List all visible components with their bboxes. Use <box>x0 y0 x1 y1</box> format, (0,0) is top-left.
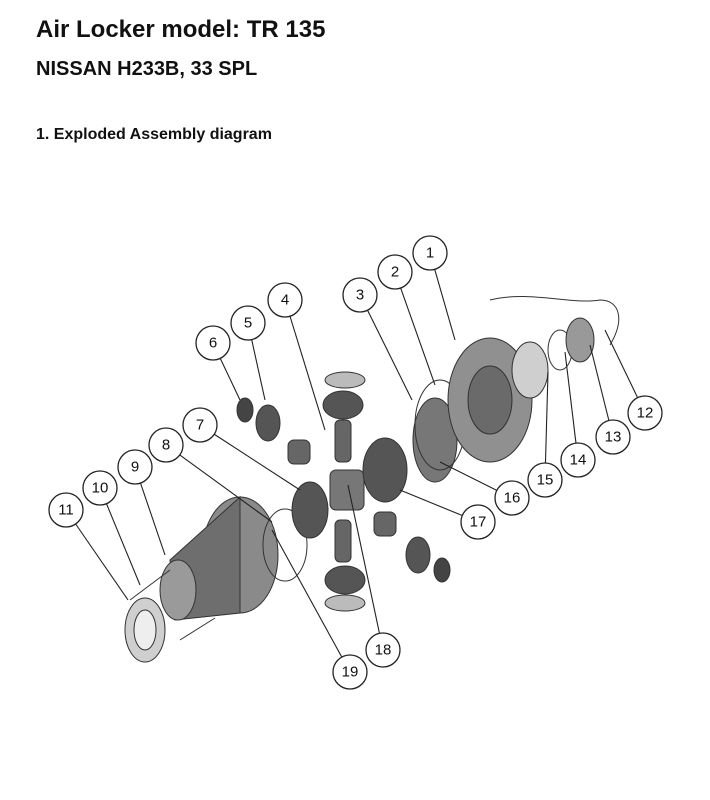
callout-circle <box>117 449 153 485</box>
callout-6: 6 <box>195 325 231 361</box>
callout-circle <box>82 470 118 506</box>
callout-18: 18 <box>365 632 401 668</box>
callout-circle <box>332 654 368 690</box>
callout-label: 5 <box>244 315 252 332</box>
leader-line <box>434 269 456 341</box>
callout-circle <box>267 282 303 318</box>
callout-label: 19 <box>342 664 359 681</box>
leader-line <box>589 344 610 421</box>
callout-label: 17 <box>470 514 487 531</box>
bearing-right <box>511 341 549 399</box>
callout-label: 2 <box>391 264 399 281</box>
callout-circle <box>460 504 496 540</box>
leader-line <box>544 371 549 464</box>
callout-label: 4 <box>281 292 289 309</box>
cross-block <box>329 469 365 511</box>
callout-label: 16 <box>504 490 521 507</box>
callout-circle <box>494 480 530 516</box>
pinion-gear <box>322 390 364 420</box>
callout-circle <box>48 492 84 528</box>
cross-shaft <box>334 419 352 463</box>
leader-line <box>219 358 241 401</box>
callout-16: 16 <box>494 480 530 516</box>
pinion-washer <box>324 371 366 389</box>
leader-line <box>271 529 343 658</box>
bolt <box>129 569 171 601</box>
side-gear-right <box>362 437 408 503</box>
leader-line <box>400 287 436 386</box>
callout-label: 9 <box>131 459 139 476</box>
air-tube <box>489 295 620 346</box>
callout-label: 18 <box>375 642 392 659</box>
callout-12: 12 <box>627 395 663 431</box>
leader-line <box>289 316 326 431</box>
clutch-gear <box>412 397 458 483</box>
leader-line <box>399 489 463 517</box>
callout-13: 13 <box>595 419 631 455</box>
leader-line <box>179 454 273 523</box>
callout-circle <box>342 277 378 313</box>
callout-9: 9 <box>117 449 153 485</box>
callout-circle <box>627 395 663 431</box>
leader-line <box>604 329 639 398</box>
callout-circle <box>377 254 413 290</box>
callout-circle <box>182 407 218 443</box>
leader-line <box>564 351 577 444</box>
callout-11: 11 <box>48 492 84 528</box>
leader-line <box>367 309 413 401</box>
leader-line <box>75 523 129 601</box>
callout-8: 8 <box>148 427 184 463</box>
callout-circle <box>148 427 184 463</box>
callout-10: 10 <box>82 470 118 506</box>
callout-label: 14 <box>570 452 587 469</box>
callout-label: 7 <box>196 417 204 434</box>
thrust-washer <box>262 508 308 582</box>
callout-label: 3 <box>356 287 364 304</box>
callout-7: 7 <box>182 407 218 443</box>
callout-circle <box>230 305 266 341</box>
callout-3: 3 <box>342 277 378 313</box>
callout-1: 1 <box>412 235 448 271</box>
callout-circle <box>412 235 448 271</box>
callout-label: 15 <box>537 472 554 489</box>
leader-line <box>105 503 141 586</box>
callout-2: 2 <box>377 254 413 290</box>
callout-circle <box>560 442 596 478</box>
callout-19: 19 <box>332 654 368 690</box>
callout-4: 4 <box>267 282 303 318</box>
callout-15: 15 <box>527 462 563 498</box>
section-heading: 1. Exploded Assembly diagram <box>36 126 272 143</box>
callout-circle <box>527 462 563 498</box>
callout-label: 12 <box>637 405 654 422</box>
callout-circle <box>595 419 631 455</box>
callout-label: 6 <box>209 335 217 352</box>
callout-17: 17 <box>460 504 496 540</box>
leader-line <box>213 433 301 491</box>
leader-line <box>439 461 498 491</box>
callout-label: 1 <box>426 245 434 262</box>
parts-illustration <box>124 295 620 663</box>
document-title: Air Locker model: TR 135 <box>36 16 326 43</box>
callout-circle <box>195 325 231 361</box>
leader-line <box>347 484 381 634</box>
leader-line <box>251 339 266 401</box>
callout-14: 14 <box>560 442 596 478</box>
side-gear-left <box>291 481 329 539</box>
callout-circle <box>365 632 401 668</box>
callout-label: 8 <box>162 437 170 454</box>
callout-label: 13 <box>605 429 622 446</box>
callout-5: 5 <box>230 305 266 341</box>
document-subtitle: NISSAN H233B, 33 SPL <box>36 58 258 80</box>
leader-line <box>139 482 166 556</box>
callout-label: 11 <box>58 502 74 519</box>
callout-label: 10 <box>92 480 109 497</box>
